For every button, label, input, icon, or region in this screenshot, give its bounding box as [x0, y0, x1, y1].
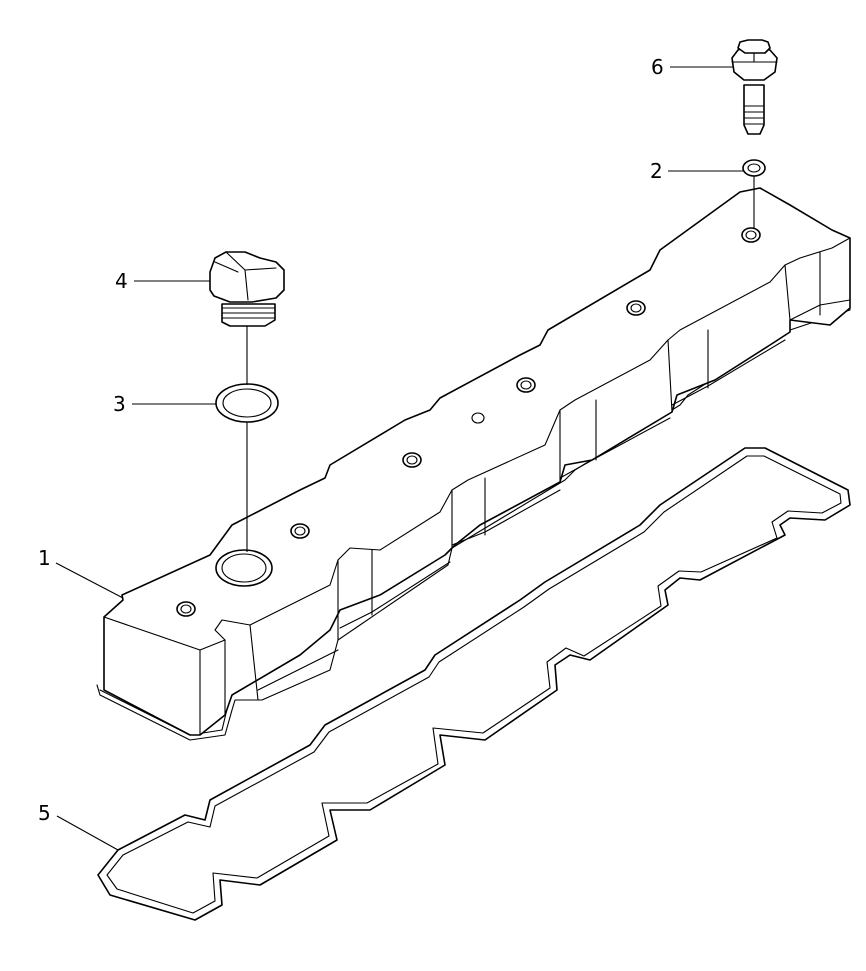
callout-1: 1	[38, 546, 51, 570]
o-ring-part-3	[215, 383, 279, 423]
valve-cover-part-1	[96, 187, 851, 741]
filler-cap-part-4	[209, 251, 285, 327]
callout-6: 6	[651, 55, 664, 79]
callout-leaders	[55, 66, 743, 851]
callout-5: 5	[38, 801, 51, 825]
bolt-part-6	[731, 39, 778, 135]
callout-labels: 1 2 3 4 5 6	[38, 55, 664, 825]
callout-2: 2	[650, 159, 663, 183]
gasket-part-5	[97, 447, 851, 921]
callout-4: 4	[115, 269, 128, 293]
assembly-centerlines	[246, 176, 755, 552]
washer-part-2	[742, 159, 766, 177]
callout-3: 3	[113, 392, 126, 416]
